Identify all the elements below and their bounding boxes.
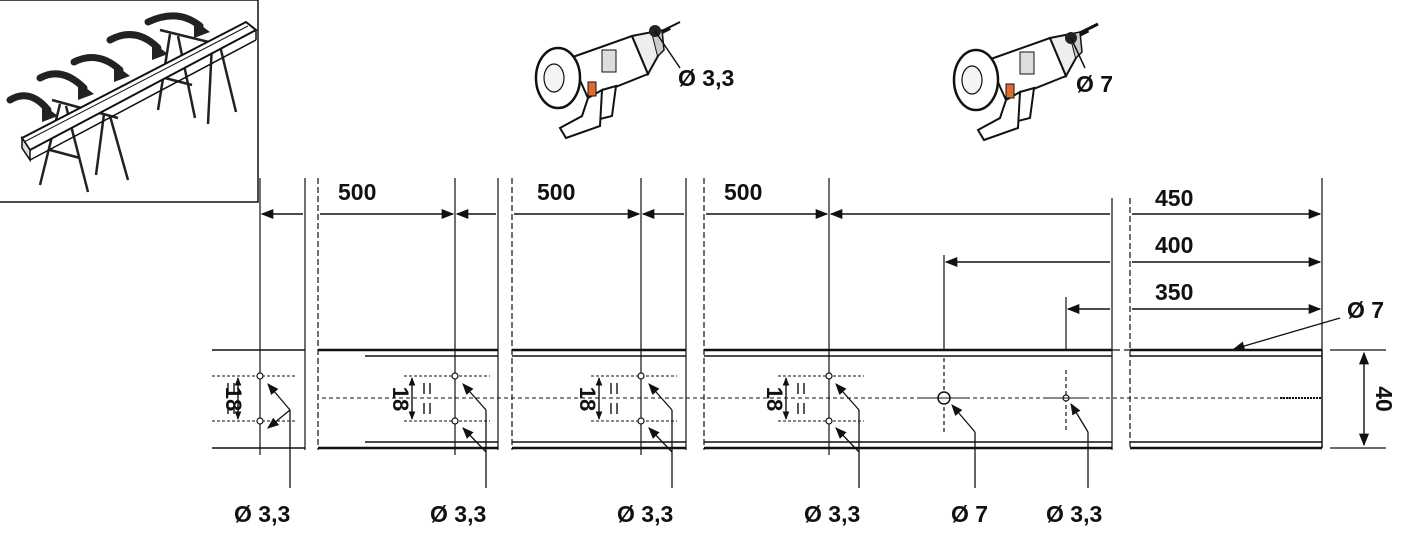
dimension-spacing-1: 500: [338, 179, 376, 205]
hole-icon: [825, 417, 833, 425]
hole-icon: [256, 372, 264, 380]
hole-icon: [637, 417, 645, 425]
hole-group-1: [212, 372, 295, 425]
hole-group-4: [778, 372, 864, 425]
drill-large-icon: [952, 22, 1099, 142]
rail-icon: [20, 20, 258, 163]
hole-label-1: Ø 3,3: [234, 501, 290, 527]
dimension-18-2: 18: [388, 387, 413, 411]
hole-icon: [451, 372, 459, 380]
hole-label-4: Ø 3,3: [804, 501, 860, 527]
dimension-18-3: 18: [575, 387, 600, 411]
drill-large-label: Ø 7: [1076, 71, 1113, 97]
hole-icon: [825, 372, 833, 380]
dimension-40: 40: [1371, 386, 1397, 412]
hole-group-3: [591, 372, 677, 425]
hole-label-5: Ø 7: [951, 501, 988, 527]
dimension-18-4: 18: [762, 387, 787, 411]
hole-icon: [637, 372, 645, 380]
hole-label-6: Ø 3,3: [1046, 501, 1102, 527]
hole-label-3: Ø 3,3: [617, 501, 673, 527]
hole-label-2: Ø 3,3: [430, 501, 486, 527]
equal-marks: [227, 383, 805, 414]
drill-small-icon: [534, 21, 681, 140]
hole-icon: [451, 417, 459, 425]
dimension-450: 450: [1155, 185, 1193, 211]
hole-icon: [256, 417, 264, 425]
dimension-400: 400: [1155, 232, 1193, 258]
dimension-350: 350: [1155, 279, 1193, 305]
hole-group-2: [404, 372, 490, 425]
drill-small-label: Ø 3,3: [678, 65, 734, 91]
inset-illustration: [0, 0, 259, 203]
dimension-spacing-2: 500: [537, 179, 575, 205]
top-hole-label: Ø 7: [1347, 297, 1384, 323]
dimension-spacing-3: 500: [724, 179, 762, 205]
